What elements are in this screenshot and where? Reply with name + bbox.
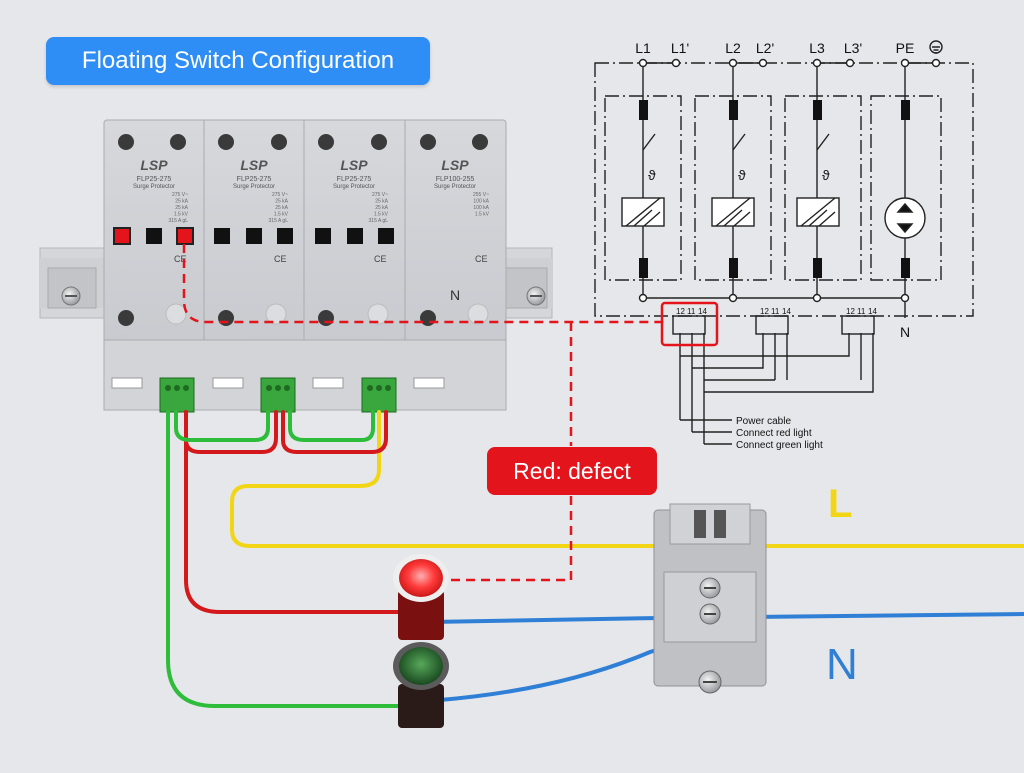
live-wire (230, 410, 1024, 548)
terminal-label: PE (896, 40, 915, 56)
module-brand: LSP (340, 157, 368, 173)
module-brand: LSP (140, 157, 168, 173)
module-subtitle: Surge Protector (333, 184, 375, 190)
green-indicator-light (393, 642, 449, 728)
module-spec: 1.5 kV (174, 212, 189, 218)
relay-pin-label: 14 (698, 307, 707, 316)
relay-pin-label: 14 (868, 307, 877, 316)
ce-mark: CE (475, 254, 488, 264)
module-subtitle: Surge Protector (233, 184, 275, 190)
thermal-symbol: ϑ (738, 167, 746, 183)
ce-mark: CE (174, 254, 187, 264)
relay-pin-label: 11 (857, 307, 866, 316)
module-spec: 275 V~ (272, 192, 288, 198)
module-spec: 275 V~ (372, 192, 388, 198)
green-indicator-wire (166, 410, 402, 708)
module-model: FLP25-275 (137, 176, 172, 183)
neutral-wire-green-light (438, 638, 692, 702)
terminal-label: L1' (671, 40, 689, 56)
thermal-symbol: ϑ (648, 167, 656, 183)
page-title: Floating Switch Configuration (46, 37, 430, 85)
schematic (594, 40, 974, 445)
terminal-label: L2 (725, 40, 741, 56)
module-spec: 315 A gL (269, 218, 289, 224)
red-bridge-1 (184, 410, 278, 454)
module-spec: 25 kA (175, 199, 188, 205)
module-spec: 315 A gL (369, 218, 389, 224)
module-spec: 100 kA (473, 205, 489, 211)
relay-pin-label: 14 (782, 307, 791, 316)
terminal-label: L1 (635, 40, 651, 56)
module-n-label: N (450, 287, 460, 303)
module-spec: 255 V~ (473, 192, 489, 198)
green-bridge-1 (174, 410, 270, 442)
red-bridge-2 (281, 410, 388, 454)
thermal-symbol: ϑ (822, 167, 830, 183)
relay-pin-label: 11 (687, 307, 696, 316)
module-subtitle: Surge Protector (434, 184, 476, 190)
terminal-label-n: N (900, 324, 910, 340)
relay-pin-label: 12 (846, 307, 855, 316)
module-model: FLP25-275 (337, 176, 372, 183)
module-spec: 25 kA (275, 199, 288, 205)
green-bridge-2 (288, 410, 375, 442)
neutral-line-label: N (826, 640, 858, 689)
relay-pin-label: 11 (771, 307, 780, 316)
module-spec: 25 kA (375, 205, 388, 211)
module-spec: 275 V~ (172, 192, 188, 198)
legend-item: Connect red light (736, 428, 812, 439)
module-spec: 315 A gL (169, 218, 189, 224)
defect-label: Red: defect (487, 447, 657, 495)
terminal-label: L2' (756, 40, 774, 56)
module-spec: 1.5 kV (374, 212, 389, 218)
surge-protector-block (103, 119, 507, 413)
module-brand: LSP (441, 157, 469, 173)
module-spec: 25 kA (175, 205, 188, 211)
red-indicator-wire (184, 410, 402, 614)
relay-pin-label: 12 (760, 307, 769, 316)
red-indicator-light (393, 554, 449, 640)
module-spec: 25 kA (375, 199, 388, 205)
module-spec: 1.5 kV (475, 212, 490, 218)
legend-item: Connect green light (736, 440, 823, 451)
module-model: FLP100-255 (436, 176, 475, 183)
module-model: FLP25-275 (237, 176, 272, 183)
module-subtitle: Surge Protector (133, 184, 175, 190)
module-spec: 100 kA (473, 199, 489, 205)
live-line-label: L (828, 482, 853, 526)
terminal-label: L3' (844, 40, 862, 56)
terminal-block (653, 503, 767, 694)
relay-pin-label: 12 (676, 307, 685, 316)
status-windows (113, 227, 394, 245)
defect-dashed-path (182, 244, 664, 582)
legend-item: Power cable (736, 416, 791, 427)
terminal-label: L3 (809, 40, 825, 56)
ce-mark: CE (274, 254, 287, 264)
module-brand: LSP (240, 157, 268, 173)
module-spec: 1.5 kV (274, 212, 289, 218)
module-spec: 25 kA (275, 205, 288, 211)
ce-mark: CE (374, 254, 387, 264)
